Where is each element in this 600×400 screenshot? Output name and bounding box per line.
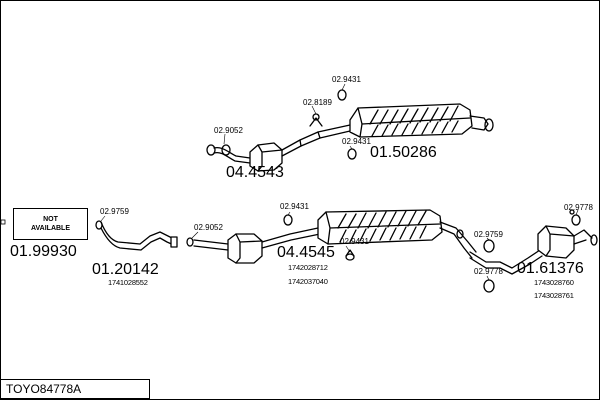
not-available-box: NOT AVAILABLE [13,208,88,240]
upper-tailpipe [469,115,489,131]
label-front-kit: 01.99930 [10,243,77,260]
lower-assembly [95,209,477,264]
edge-marker [0,219,6,225]
center-muffler [317,209,443,245]
label-upper-rear-kit: 01.50286 [370,144,437,161]
part-r-p2: 02.9759 [474,230,503,239]
upper-catalytic-converter [249,142,283,172]
upper-assembly [206,89,494,172]
upper-ring-1 [337,89,347,101]
center-outlet-pipe [439,221,477,259]
diagram-id-box: TOYO84778A [0,379,150,399]
part-l-p2: 02.9052 [194,223,223,232]
not-available-line2: AVAILABLE [30,225,71,232]
diagram-id: TOYO84778A [6,382,82,396]
center-pipe [261,227,321,249]
part-u-p2: 02.8189 [303,98,332,107]
front-ring [186,237,194,247]
part-u-p1: 02.9431 [332,75,361,84]
upper-front-flange [206,144,216,156]
oe-center-1: 1742028712 [288,263,328,272]
upper-leaders [223,83,353,150]
rear-ring-3 [483,279,495,293]
upper-ring-2 [221,144,231,156]
rear-leaders [486,209,579,281]
part-u-p4: 02.9431 [342,137,371,146]
oe-rear-1: 1743028760 [534,278,574,287]
oe-rear-2: 1743028761 [534,291,574,300]
oe-center-2: 1742037040 [288,277,328,286]
part-r-p3: 02.9778 [474,267,503,276]
lower-leaders [100,211,351,253]
not-available-line1: NOT [43,215,58,223]
upper-front-pipe [213,146,251,164]
upper-hanger-1 [309,117,323,127]
part-r-p1: 02.9778 [564,203,593,212]
label-rear-kit: 01.61376 [517,260,584,277]
lower-catalytic-converter [227,233,263,264]
oe-pipe: 1741028552 [108,278,148,287]
upper-mid-pipe [281,124,351,157]
part-l-p1: 02.9759 [100,207,129,216]
label-center-kit: 04.4545 [277,244,335,261]
part-l-p4: 02.9431 [340,237,369,246]
rear-ring-2 [483,239,495,253]
center-ring-1 [283,214,293,226]
upper-ring-3 [347,148,357,160]
part-u-p3: 02.9052 [214,126,243,135]
rear-muffler [537,225,575,259]
rear-tailpipe [573,229,593,245]
front-pipe [100,221,177,251]
rear-pipe [469,249,543,275]
rear-ring-1 [571,214,581,226]
label-upper-cat-kit: 04.4543 [226,164,284,181]
part-l-p3: 02.9431 [280,202,309,211]
label-front-pipe-kit: 01.20142 [92,261,159,278]
